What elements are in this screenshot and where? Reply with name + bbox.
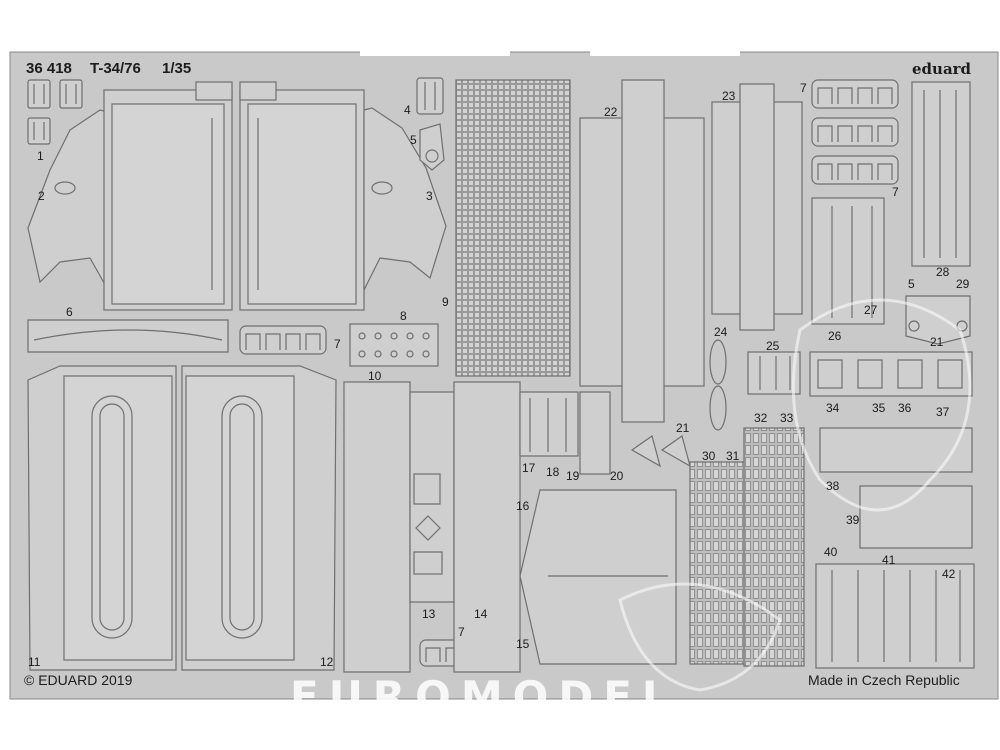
part-label-11: 11 <box>28 655 41 669</box>
part-label-7-b: 7 <box>800 81 807 95</box>
parts-32-33-grille <box>743 427 805 667</box>
part-label-33: 33 <box>780 411 794 425</box>
part-label-37: 37 <box>936 405 950 419</box>
watermark-text: EUROMODEL <box>290 672 679 721</box>
part-label-12: 12 <box>320 655 334 669</box>
parts-17-20 <box>519 391 611 475</box>
part-11-engine-deck-left <box>27 365 177 671</box>
part-7-clips-a <box>239 325 327 355</box>
part-label-6: 6 <box>66 305 73 319</box>
part-8 <box>349 323 439 367</box>
part-label-31: 31 <box>726 449 740 463</box>
parts-40-42 <box>815 563 975 669</box>
part-label-4: 4 <box>404 103 411 117</box>
part-label-5: 5 <box>410 133 417 147</box>
part-label-17: 17 <box>522 461 536 475</box>
part-label-20: 20 <box>610 469 624 483</box>
part-label-22: 22 <box>604 105 618 119</box>
part-label-23: 23 <box>722 89 736 103</box>
parts-10-13-14 <box>343 381 521 673</box>
part-9-mesh-screen <box>455 79 571 377</box>
product-name: T-34/76 <box>90 60 141 77</box>
part-4 <box>416 77 444 115</box>
part-label-34: 34 <box>826 401 840 415</box>
part-25 <box>747 351 801 395</box>
part-22-panel <box>579 79 705 423</box>
part-5 <box>419 123 445 171</box>
part-label-21: 21 <box>676 421 690 435</box>
part-label-10: 10 <box>368 369 382 383</box>
part-label-27: 27 <box>864 303 878 317</box>
part-7-clips-b <box>811 79 899 185</box>
part-12-engine-deck-right <box>181 365 337 671</box>
part-label-38: 38 <box>826 479 840 493</box>
brand-logo-text: eduard <box>912 60 972 78</box>
part-6-saw-strip <box>27 319 229 353</box>
part-label-30: 30 <box>702 449 716 463</box>
part-label-8: 8 <box>400 309 407 323</box>
part-label-21-b: 21 <box>930 335 944 349</box>
part-label-40: 40 <box>824 545 838 559</box>
part-label-13: 13 <box>422 607 436 621</box>
part-label-16: 16 <box>516 499 530 513</box>
part-label-5-b: 5 <box>908 277 915 291</box>
part-label-28: 28 <box>936 265 950 279</box>
product-number: 36 418 <box>26 60 72 77</box>
parts-15-16 <box>519 489 677 665</box>
copyright-text: © EDUARD 2019 <box>24 672 133 688</box>
part-label-15: 15 <box>516 637 530 651</box>
part-3-fender-right <box>363 107 447 291</box>
part-label-39: 39 <box>846 513 860 527</box>
parts-38-39 <box>819 427 973 549</box>
part-label-3: 3 <box>426 189 433 203</box>
part-label-35: 35 <box>872 401 886 415</box>
part-label-19: 19 <box>566 469 580 483</box>
part-21 <box>630 435 691 468</box>
part-24-chain <box>709 339 727 431</box>
part-label-24: 24 <box>714 325 728 339</box>
part-23-panel <box>711 83 803 331</box>
part-label-42: 42 <box>942 567 956 581</box>
part-label-25: 25 <box>766 339 780 353</box>
origin-text: Made in Czech Republic <box>808 672 960 688</box>
part-label-7: 7 <box>334 337 341 351</box>
part-2-fender-left <box>27 109 109 293</box>
scale-label: 1/35 <box>162 60 192 77</box>
part-label-26: 26 <box>828 329 842 343</box>
watermark-emblem <box>618 298 972 692</box>
part-label-2: 2 <box>38 189 45 203</box>
part-label-7-c: 7 <box>892 185 899 199</box>
part-label-32: 32 <box>754 411 768 425</box>
part-label-18: 18 <box>546 465 560 479</box>
part-label-7-d: 7 <box>458 625 465 639</box>
part-label-1: 1 <box>37 149 44 163</box>
part-label-41: 41 <box>882 553 896 567</box>
parts-34-37 <box>809 351 973 397</box>
parts-30-31-grille <box>689 461 753 665</box>
part-label-9: 9 <box>442 295 449 309</box>
part-1 <box>27 79 83 145</box>
part-label-29: 29 <box>956 277 970 291</box>
part-label-36: 36 <box>898 401 912 415</box>
part-label-14: 14 <box>474 607 488 621</box>
part-28 <box>911 81 971 267</box>
center-doors <box>103 81 365 311</box>
